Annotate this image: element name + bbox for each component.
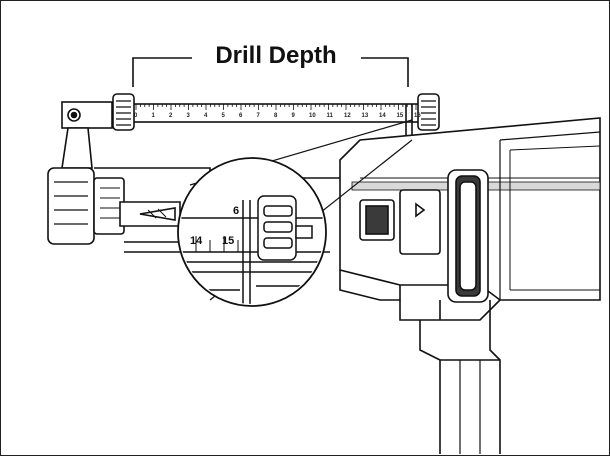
mode-switch [365,205,389,235]
ruler-number: 15 [397,113,404,119]
ruler-number: 3 [187,113,191,119]
ruler-number: 1 [152,113,156,119]
zoom-number-6: 6 [233,205,239,217]
ruler-number: 10 [309,113,316,119]
ruler-number: 6 [239,113,243,119]
ruler-number: 8 [274,113,278,119]
ruler-number: 14 [379,113,386,119]
ruler-number: 11 [327,113,334,119]
side-handle-grip [47,167,95,245]
rear-handle [419,320,441,454]
ruler-number: 13 [362,113,369,119]
direction-arrow-icon [415,202,426,218]
ruler-number: 4 [204,113,208,119]
ruler-number: 7 [257,113,261,119]
depth-stop-collar-left [112,93,135,131]
ruler-number: 9 [292,113,296,119]
bracket-right [361,57,409,87]
zoom-number-14: 14 [190,235,203,247]
diagram-title: Drill Depth [205,42,347,72]
ruler-number: 5 [222,113,226,119]
ruler-number: 12 [344,113,351,119]
handle-mount [61,127,93,169]
main-handle [447,169,489,303]
depth-stop-collar-right [417,93,440,131]
ruler-number: 16 [414,113,421,119]
bracket-left [132,57,192,87]
zoom-detail: 6 14 15 [177,157,327,307]
zoom-number-15: 15 [222,235,234,247]
ruler-number: 0 [134,113,138,119]
ruler-number: 2 [169,113,173,119]
drill-bit [139,207,176,221]
